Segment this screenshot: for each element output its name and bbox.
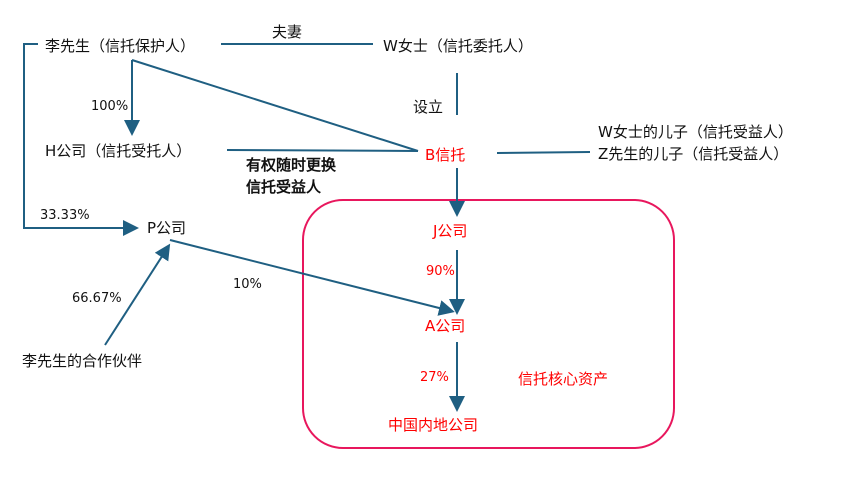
node-cn: 中国内地公司 (388, 416, 479, 434)
node-w: W女士（信托委托人） (383, 37, 533, 55)
node-z-son: Z先生的儿子（信托受益人） (598, 145, 789, 163)
label-p-a-pct: 10% (233, 277, 262, 292)
label-establish: 设立 (413, 98, 444, 116)
node-a: A公司 (425, 317, 466, 335)
label-core-assets: 信托核心资产 (518, 370, 609, 388)
node-w-son: W女士的儿子（信托受益人） (598, 123, 793, 141)
label-right-line2: 信托受益人 (246, 178, 322, 196)
label-a-cn-pct: 27% (420, 370, 449, 385)
node-h: H公司（信托受托人） (45, 142, 192, 160)
node-b: B信托 (425, 146, 466, 164)
label-h-pct: 100% (91, 99, 129, 114)
li-to-b-line (131, 59, 419, 152)
label-p-partner-pct: 66.67% (72, 291, 122, 306)
p-to-a-line (169, 239, 455, 316)
node-j: J公司 (433, 222, 468, 240)
node-partner: 李先生的合作伙伴 (22, 352, 143, 370)
label-spouse: 夫妻 (272, 23, 303, 41)
node-p: P公司 (147, 219, 187, 237)
node-li: 李先生（信托保护人） (45, 37, 196, 55)
b-to-beneficiaries-line (496, 151, 591, 154)
label-p-li-pct: 33.33% (40, 208, 90, 223)
h-to-b-line (226, 149, 419, 152)
partner-to-p-line (104, 243, 171, 346)
label-right-line1: 有权随时更换 (246, 156, 337, 174)
core-assets-box (302, 199, 675, 449)
label-j-a-pct: 90% (426, 264, 455, 279)
li-to-p-line (23, 43, 139, 236)
